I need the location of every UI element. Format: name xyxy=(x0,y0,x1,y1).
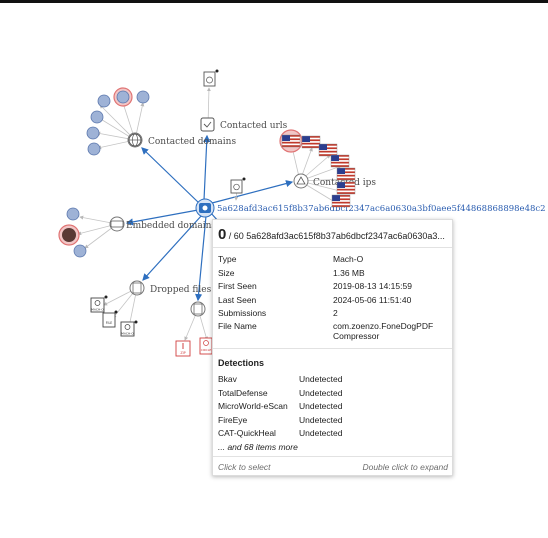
detection-result: Undetected xyxy=(299,428,343,438)
us-flag-icon[interactable] xyxy=(331,194,351,208)
globe-icon xyxy=(128,133,142,147)
us-flag-icon[interactable] xyxy=(336,167,356,181)
bundled-files-group[interactable]: ZIP CIRCLE xyxy=(175,301,213,357)
detection-result: Undetected xyxy=(299,415,343,425)
main-edges xyxy=(125,134,294,302)
embedded-domain-leaf[interactable] xyxy=(73,244,87,258)
domain-leaves[interactable] xyxy=(86,87,150,156)
prop-key: Submissions xyxy=(218,308,267,318)
contacted-domains-group[interactable]: Contacted domains xyxy=(127,132,236,148)
dropped-file-leaf[interactable]: MACH-O xyxy=(120,320,138,337)
prop-value: Mach-O xyxy=(333,254,364,264)
detection-result: Undetected xyxy=(299,401,343,411)
prop-value: 2024-05-06 11:51:40 xyxy=(333,295,412,305)
file-badge: MACH-O xyxy=(121,332,134,336)
domain-leaf[interactable] xyxy=(97,94,111,108)
dropped-files-group[interactable]: Dropped files MACH-O FILE MACH-O xyxy=(90,280,212,337)
contacted-domains-label: Contacted domains xyxy=(148,137,236,147)
prop-value: 2 xyxy=(333,308,338,318)
dropped-file-leaf[interactable]: MACH-O xyxy=(90,295,108,313)
detection-result: Undetected xyxy=(299,388,343,398)
double-click-expand-hint: Double click to expand xyxy=(362,462,448,472)
us-flag-icon[interactable] xyxy=(336,181,356,195)
prop-key: File Name xyxy=(218,321,257,331)
us-flag-icon[interactable] xyxy=(301,135,321,149)
detection-score: 0 xyxy=(218,226,227,243)
tooltip-divider xyxy=(213,247,452,248)
file-node-small[interactable] xyxy=(230,177,246,194)
url-leaf-icon[interactable] xyxy=(203,71,216,87)
us-flag-icon[interactable] xyxy=(318,143,338,157)
domain-leaf[interactable] xyxy=(90,110,104,124)
detection-engine: MicroWorld-eScan xyxy=(218,401,288,411)
detections-title: Detections xyxy=(218,358,265,368)
prop-key: Last Seen xyxy=(218,295,257,305)
detection-engine: FireEye xyxy=(218,415,248,425)
file-tooltip[interactable]: 0 / 60 5a628afd3ac615f8b37ab6dbcf2347ac6… xyxy=(212,219,453,476)
embedded-domain-leaf[interactable] xyxy=(66,207,80,221)
window-top-border xyxy=(0,0,548,3)
prop-key: First Seen xyxy=(218,281,257,291)
tooltip-divider xyxy=(213,348,452,349)
file-badge: ZIP xyxy=(180,351,185,355)
dropped-file-leaf[interactable]: FILE xyxy=(102,310,118,328)
prop-value: 1.36 MB xyxy=(333,268,365,278)
file-badge: MACH-O xyxy=(91,308,104,312)
file-badge: CIRCLE xyxy=(201,348,212,352)
domain-leaf[interactable] xyxy=(86,126,100,140)
tooltip-divider xyxy=(213,456,452,457)
embedded-domains-label: Embedded domains xyxy=(126,221,216,231)
us-flag-icon[interactable] xyxy=(281,134,301,148)
detection-result: Undetected xyxy=(299,374,343,384)
detection-engine: Bkav xyxy=(218,374,237,384)
domain-leaf[interactable] xyxy=(136,90,150,104)
prop-key: Size xyxy=(218,268,235,278)
contacted-ips-node[interactable] xyxy=(293,173,309,189)
center-hash-label: 5a628afd3ac615f8b37ab6dbcf2347ac6a0630a3… xyxy=(217,204,546,214)
click-to-select-hint: Click to select xyxy=(218,462,271,472)
center-file-node[interactable]: 5a628afd3ac615f8b37ab6dbcf2347ac6a0630a3… xyxy=(195,198,546,218)
contacted-urls-group[interactable]: Contacted urls xyxy=(200,69,288,132)
detection-engine: CAT-QuickHeal xyxy=(218,428,276,438)
prop-value: com.zoenzo.FoneDogPDF xyxy=(333,321,434,331)
dropped-files-label: Dropped files xyxy=(150,285,212,295)
us-flag-icon[interactable] xyxy=(330,154,350,168)
prop-value-continued: Compressor xyxy=(333,331,380,341)
contacted-urls-label: Contacted urls xyxy=(220,121,288,131)
prop-value: 2019-08-13 14:15:59 xyxy=(333,281,412,291)
embedded-domains-group[interactable]: Embedded domains xyxy=(58,207,216,258)
more-detections-link[interactable]: ... and 68 items more xyxy=(218,442,298,452)
tooltip-header: 0 / 60 5a628afd3ac615f8b37ab6dbcf2347ac6… xyxy=(218,226,453,243)
detection-engine: TotalDefense xyxy=(218,388,268,398)
tooltip-header-hash: / 60 5a628afd3ac615f8b37ab6dbcf2347ac6a0… xyxy=(228,231,445,241)
prop-key: Type xyxy=(218,254,237,264)
url-node-icon[interactable] xyxy=(200,117,215,132)
domain-leaf[interactable] xyxy=(87,142,101,156)
contacted-ips-group[interactable]: Contacted ips xyxy=(293,173,376,189)
file-badge: FILE xyxy=(106,321,113,325)
ip-flag-leaves[interactable] xyxy=(279,129,356,208)
